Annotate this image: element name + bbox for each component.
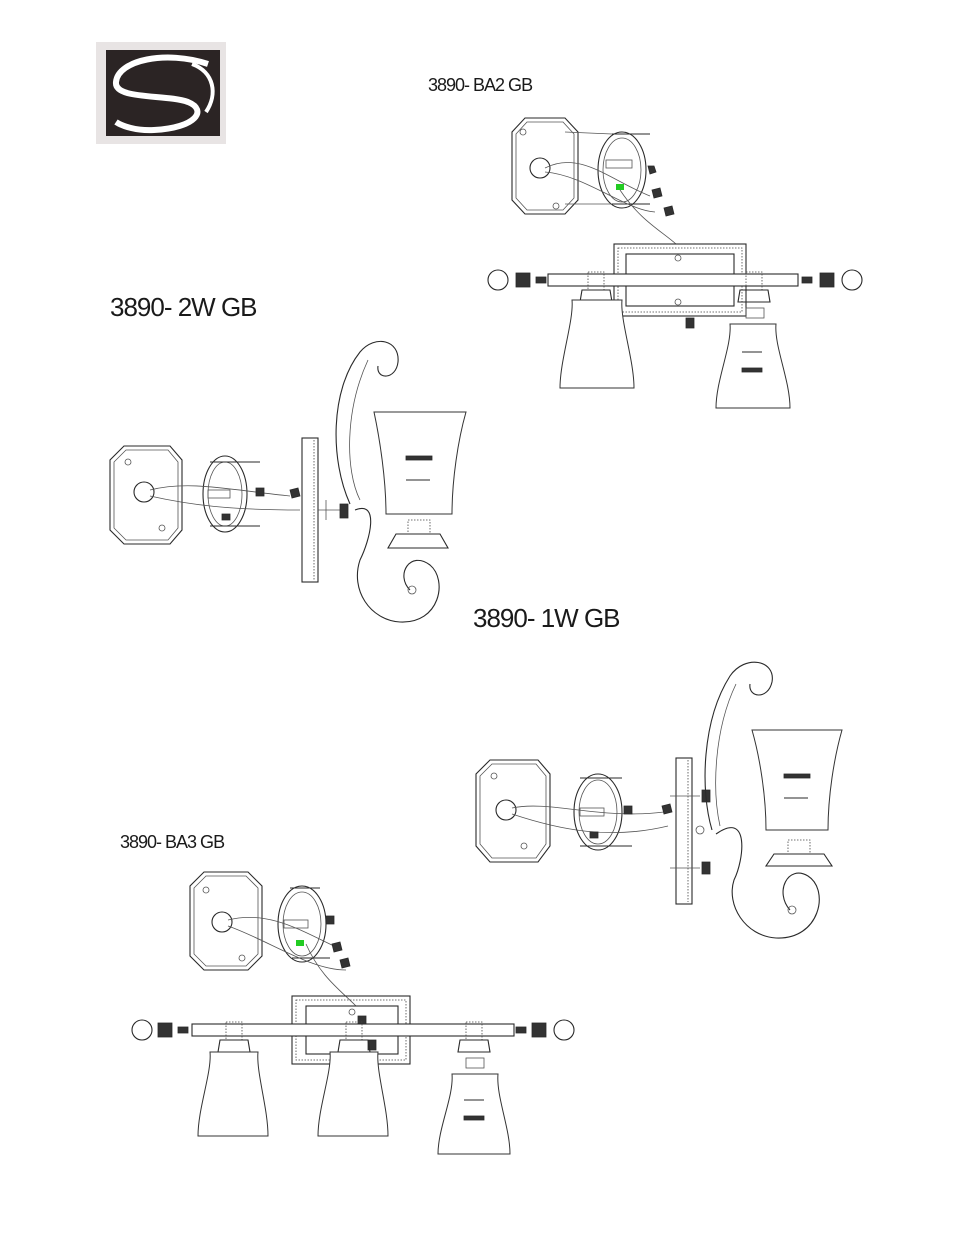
1w-wall-sconce — [476, 662, 842, 938]
ba3-vanity-fixture — [132, 872, 574, 1154]
2w-wall-sconce — [110, 341, 466, 622]
ba2-vanity-fixture — [488, 118, 862, 408]
